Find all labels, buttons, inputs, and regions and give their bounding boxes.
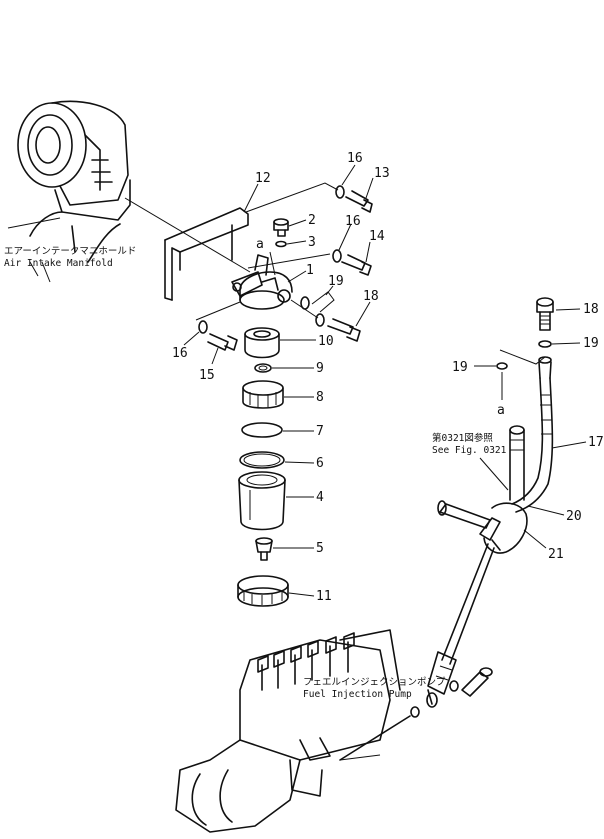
washer-16-top — [335, 185, 345, 199]
bolt-2 — [273, 218, 289, 237]
callout-16-middle: 16 — [345, 214, 361, 229]
callout-19-right: 19 — [583, 336, 599, 351]
gasket-6 — [239, 451, 285, 469]
pump-banjo-bolt — [449, 667, 493, 697]
bolt-14 — [341, 254, 372, 276]
callout-1: 1 — [306, 263, 314, 278]
callout-18-left: 18 — [363, 289, 379, 304]
leader-bolt-14 — [247, 253, 331, 269]
ring-nut-8 — [242, 380, 284, 409]
leader-bolt-15 — [195, 301, 241, 321]
filter-head-1 — [231, 254, 293, 310]
bolt-18-left — [327, 318, 361, 342]
bolt-13 — [345, 190, 373, 213]
filter-cartridge-4 — [238, 471, 286, 531]
callout-19-middle: 19 — [452, 360, 468, 375]
manifold-leader-line — [124, 197, 251, 273]
filter-wrench-11 — [237, 575, 289, 607]
washer-19-middle — [496, 362, 508, 370]
leader-fitting — [290, 299, 319, 319]
callout-15: 15 — [199, 368, 215, 383]
o-ring-9 — [254, 363, 272, 373]
callout-9: 9 — [316, 361, 324, 376]
bolt-15 — [207, 333, 238, 351]
callout-19-bracket — [311, 291, 335, 313]
air-intake-manifold — [7, 100, 131, 283]
element-cup-10 — [244, 327, 280, 359]
callout-3: 3 — [308, 235, 316, 250]
see-fig-leader — [479, 457, 509, 491]
gasket-7 — [241, 422, 283, 438]
air-intake-manifold-jp-label: エアーインテークマニホールド — [4, 246, 136, 257]
see-fig-jp-label: 第0321図参照 — [432, 432, 493, 444]
bracket-12 — [164, 207, 249, 301]
reference-a-right: a — [497, 403, 505, 418]
leader-washer-19 — [499, 349, 546, 365]
callout-16-bottom: 16 — [172, 346, 188, 361]
callout-6: 6 — [316, 456, 324, 471]
callout-12: 12 — [255, 171, 271, 186]
callout-13: 13 — [374, 166, 390, 181]
callout-16-top: 16 — [347, 151, 363, 166]
inlet-pipe-fig-0321 — [509, 425, 525, 501]
callout-19-left: 19 — [328, 274, 344, 289]
callout-18-right: 18 — [583, 302, 599, 317]
callout-20: 20 — [566, 509, 582, 524]
callout-17: 17 — [588, 435, 604, 450]
washer-3 — [275, 240, 287, 248]
callout-11: 11 — [316, 589, 332, 604]
callout-10: 10 — [318, 334, 334, 349]
see-fig-en-label: See Fig. 0321 — [432, 445, 507, 456]
callout-4: 4 — [316, 490, 324, 505]
callout-2: 2 — [308, 213, 316, 228]
washer-16-bottom — [198, 320, 208, 334]
fuel-injection-pump — [175, 629, 401, 833]
drain-plug-5 — [255, 537, 273, 561]
callout-14: 14 — [369, 229, 385, 244]
fuel-pump-jp-label: フェエルインジェクションポンプ — [303, 677, 446, 688]
washer-19-left — [315, 313, 325, 327]
fuel-pump-en-label: Fuel Injection Pump — [303, 689, 412, 700]
leader-bolt-13 — [245, 182, 339, 213]
callout-leaders — [183, 164, 587, 597]
bolt-18-right — [536, 297, 554, 331]
washer-19-right — [538, 340, 552, 348]
air-intake-manifold-en-label: Air Intake Manifold — [4, 258, 113, 269]
feed-pipe — [339, 543, 495, 761]
callout-5: 5 — [316, 541, 324, 556]
washer-16-middle — [332, 249, 342, 263]
callout-8: 8 — [316, 390, 324, 405]
callout-7: 7 — [316, 424, 324, 439]
callout-21: 21 — [548, 547, 564, 562]
connector-20 — [437, 500, 491, 529]
reference-a-top: a — [256, 237, 264, 252]
